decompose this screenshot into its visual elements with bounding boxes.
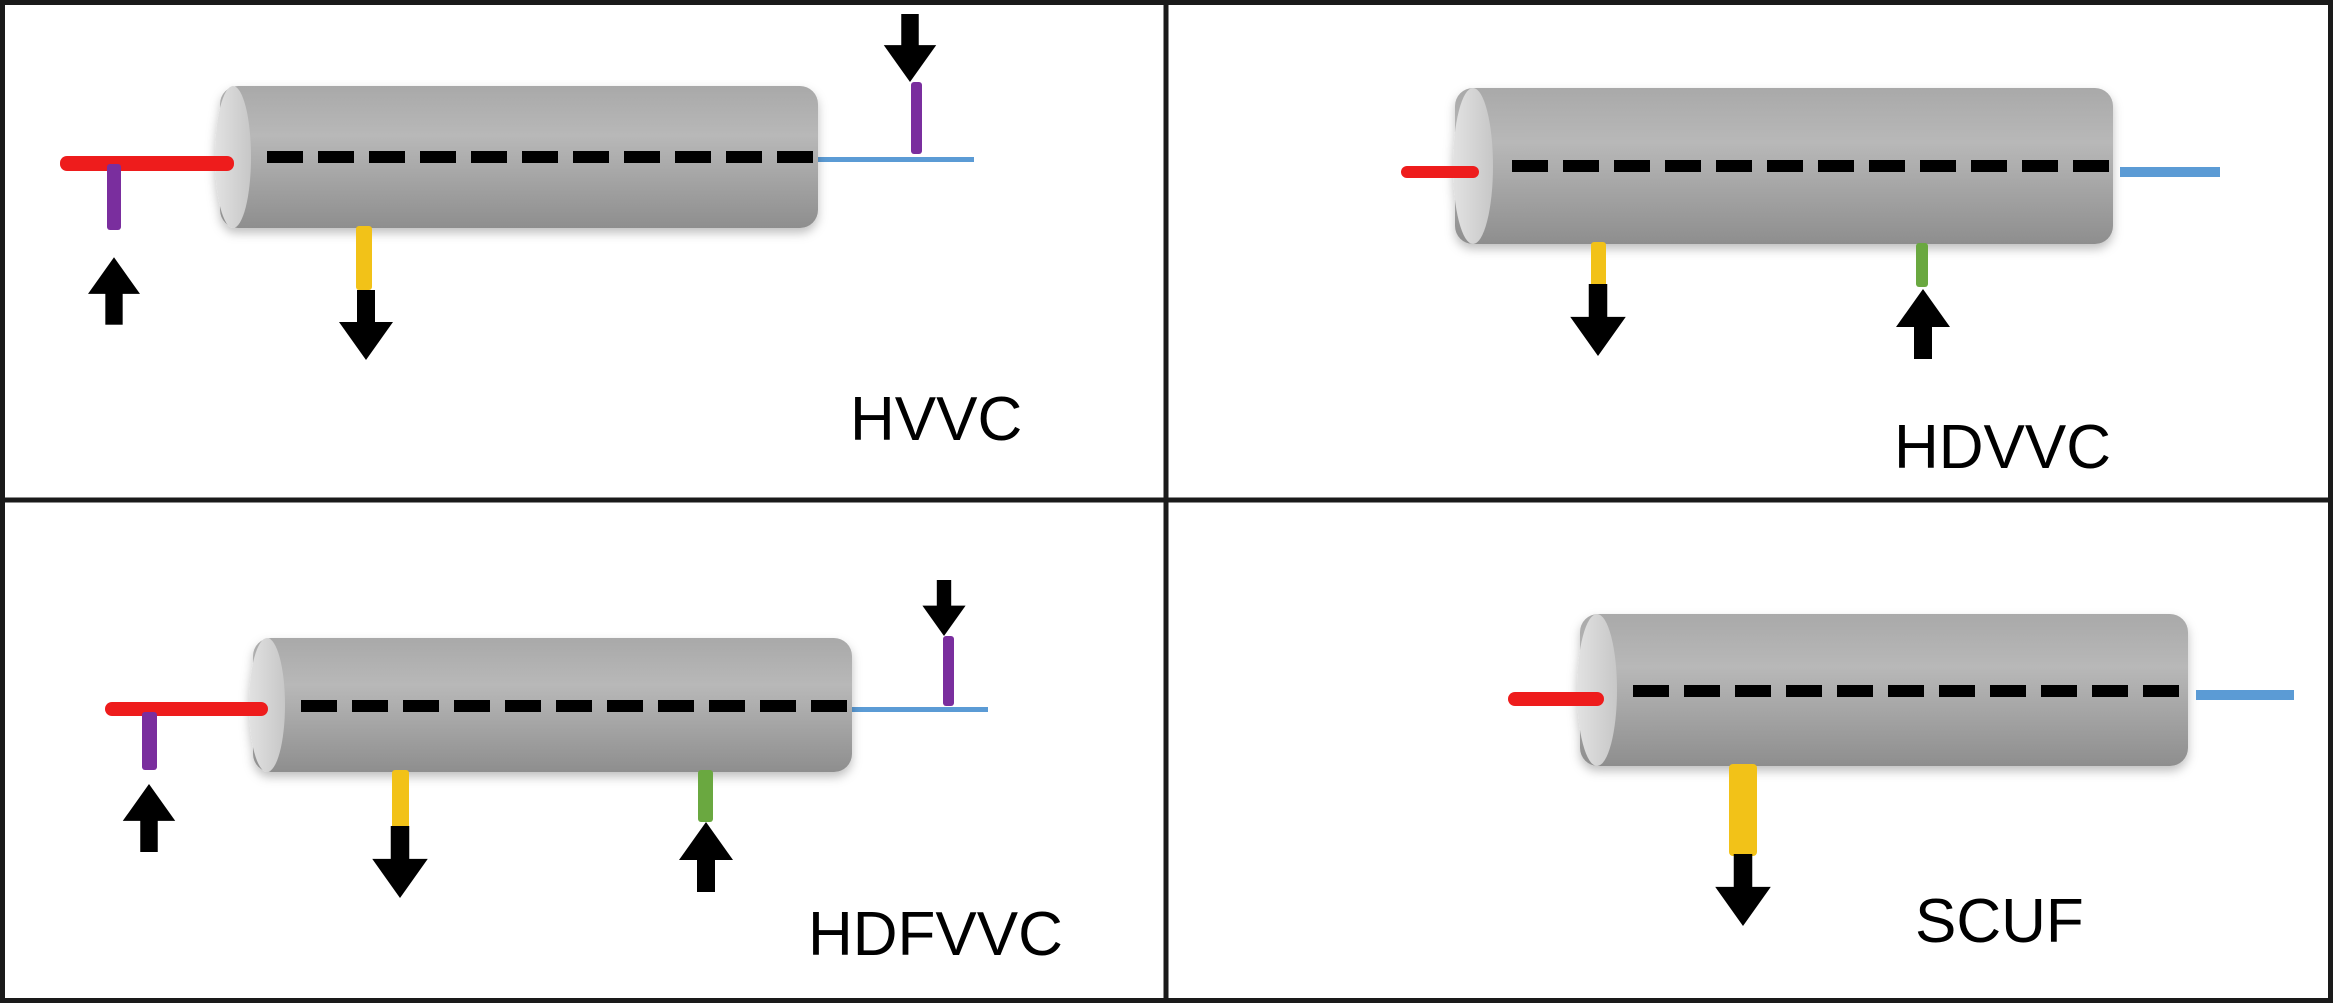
panel-label-scuf: SCUF [1915, 887, 2084, 956]
blood-outlet-line [852, 707, 988, 712]
flow-arrow-icon [679, 822, 733, 892]
blood-outlet-line [2196, 690, 2294, 700]
effluent-port [392, 770, 409, 832]
blood-outlet-line [2120, 167, 2220, 177]
panel-hdvvc: HDVVC [1401, 88, 2220, 482]
flow-arrow-icon [922, 580, 966, 636]
flow-arrow-icon [1570, 284, 1626, 356]
panel-label-hdvvc: HDVVC [1894, 413, 2111, 482]
flow-arrow-icon [339, 290, 393, 360]
hemofilter-cylinder-icon [1577, 614, 2188, 766]
effluent-port [1729, 764, 1757, 856]
blood-inlet-line [1401, 166, 1479, 178]
panel-scuf: SCUF [1508, 614, 2294, 956]
dialysate-port [698, 770, 713, 822]
dialysate-port [1916, 243, 1928, 287]
panel-label-hdfvvc: HDFVVC [808, 900, 1063, 969]
flow-arrow-icon [88, 257, 140, 325]
panel-hdfvvc: HDFVVC [105, 580, 1063, 969]
effluent-port [356, 226, 372, 290]
replacement-fluid-port-post [943, 636, 954, 706]
blood-inlet-line [60, 156, 234, 171]
panel-hvvc: HVVC [60, 14, 1022, 454]
hemofilter-cylinder-icon [215, 86, 818, 228]
hemofilter-cylinder-icon [249, 638, 852, 772]
flow-arrow-icon [883, 14, 937, 82]
replacement-fluid-port-post [911, 82, 922, 154]
flow-arrow-icon [1715, 854, 1771, 926]
blood-inlet-line [105, 702, 268, 716]
flow-arrow-icon [122, 784, 176, 852]
blood-outlet-line [818, 157, 974, 162]
blood-inlet-line [1508, 692, 1604, 706]
flow-arrow-icon [1896, 289, 1950, 359]
effluent-port [1591, 242, 1606, 290]
replacement-fluid-port-pre [107, 164, 121, 230]
replacement-fluid-port-pre [142, 712, 157, 770]
flow-arrow-icon [372, 826, 428, 898]
panel-label-hvvc: HVVC [850, 385, 1022, 454]
